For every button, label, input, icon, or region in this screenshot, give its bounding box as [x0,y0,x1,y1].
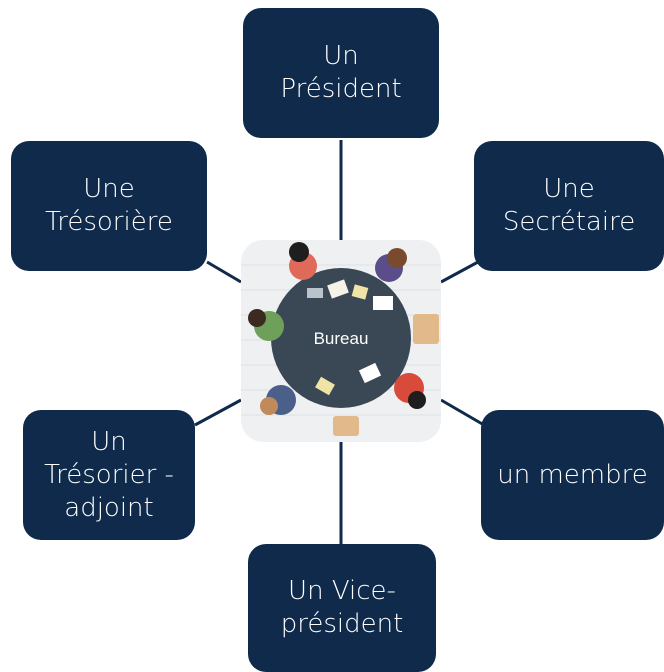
node-president-line-2: Président [280,74,402,104]
node-vice-president: Un Vice- président [248,544,436,672]
center-label: Bureau [313,329,369,348]
node-tresorier-adjoint-line-3: adjoint [64,492,154,523]
node-vice-president-line-1: Un Vice- [288,576,396,606]
node-president: Un Président [243,8,439,138]
node-tresorier-adjoint-line-2: Trésorier - [44,459,174,490]
node-tresorier-adjoint: Un Trésorier - adjoint [23,410,195,540]
node-vice-president-line-2: président [280,609,404,639]
node-membre: un membre [481,410,664,540]
node-membre-line-1: un membre [497,459,648,490]
node-tresoriere-line-2: Trésorière [45,207,173,237]
node-tresorier-adjoint-line-1: Un [91,426,127,457]
node-secretaire: Une Secrétaire [474,141,664,271]
bureau-illustration: Bureau [241,240,441,442]
node-secretaire-line-2: Secrétaire [502,207,636,237]
node-president-line-1: Un [323,41,359,71]
node-tresoriere-line-1: Une [83,174,135,204]
node-secretaire-line-1: Une [543,174,595,204]
node-tresoriere: Une Trésorière [11,141,207,271]
